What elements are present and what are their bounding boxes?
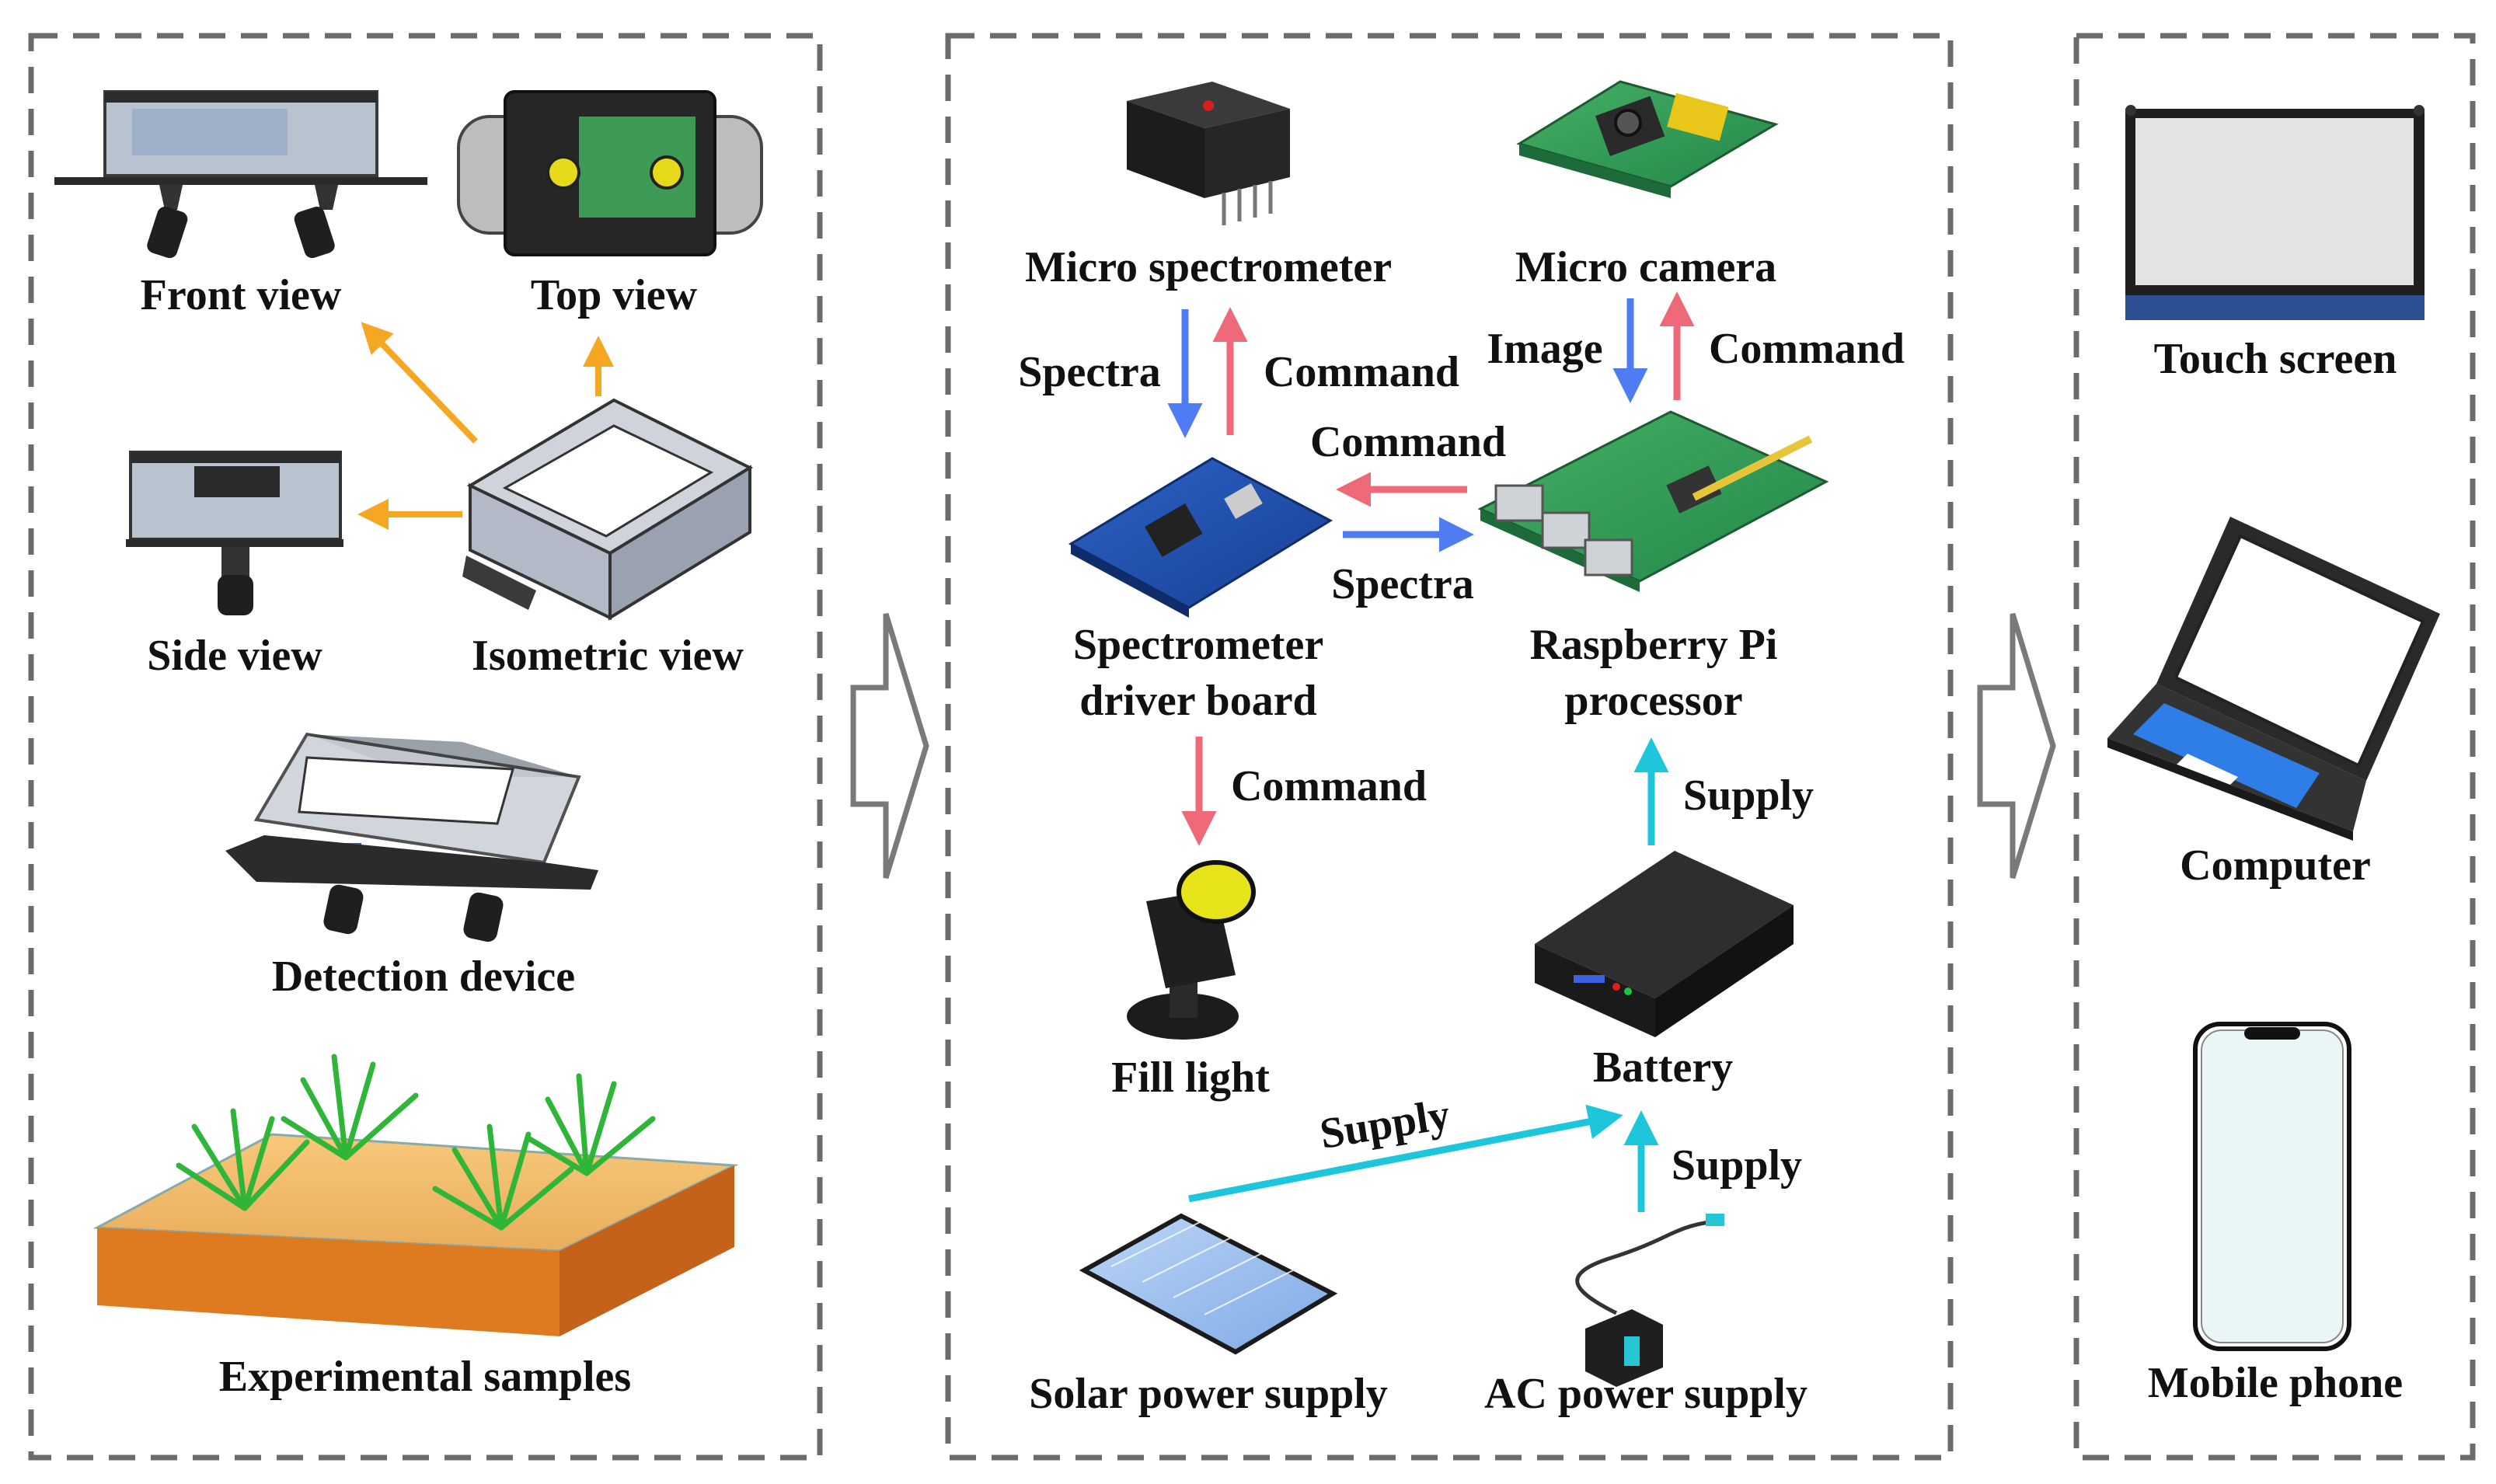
arrow-iso-to-front xyxy=(361,322,478,444)
detection-device-illustration xyxy=(225,732,598,942)
label-flow-command-up-spec: Command xyxy=(1264,348,1459,396)
label-flow-command-rpi-to-board: Command xyxy=(1310,418,1506,466)
side-view-illustration xyxy=(126,451,343,615)
experimental-samples-illustration xyxy=(92,1054,739,1336)
arrow-supply-solar-to-battery xyxy=(1188,1104,1623,1203)
left-panel-border xyxy=(28,33,823,1461)
label-top-view: Top view xyxy=(531,271,698,319)
label-flow-spectra-down: Spectra xyxy=(1018,348,1161,396)
label-flow-supply-battery: Supply xyxy=(1683,772,1814,820)
label-mobile-phone: Mobile phone xyxy=(2148,1359,2403,1407)
touch-screen-illustration xyxy=(2125,105,2425,320)
raspberry-pi-illustration xyxy=(1477,410,1829,592)
front-view-illustration xyxy=(54,90,427,259)
battery-illustration xyxy=(1535,851,1794,1037)
label-raspberry-pi-line1: Raspberry Pi xyxy=(1530,621,1778,669)
label-driver-board-line2: driver board xyxy=(1079,677,1316,725)
flow-arrow-left-to-middle xyxy=(850,612,929,880)
micro-spectrometer-illustration xyxy=(1127,82,1290,225)
label-front-view: Front view xyxy=(141,271,342,319)
label-flow-command-up-cam: Command xyxy=(1709,325,1905,373)
solar-panel-illustration xyxy=(1079,1213,1338,1355)
computer-illustration xyxy=(2107,517,2440,841)
label-solar-power-supply: Solar power supply xyxy=(1029,1370,1388,1418)
label-isometric-view: Isometric view xyxy=(472,632,744,680)
label-driver-board-line1: Spectrometer xyxy=(1073,621,1323,669)
label-experimental-samples: Experimental samples xyxy=(219,1353,631,1401)
right-panel-border xyxy=(2073,33,2476,1461)
label-side-view: Side view xyxy=(147,632,322,680)
label-fill-light: Fill light xyxy=(1111,1054,1270,1102)
ac-adapter-illustration xyxy=(1575,1214,1724,1387)
fill-light-illustration xyxy=(1127,860,1256,1040)
label-battery: Battery xyxy=(1593,1043,1733,1092)
label-raspberry-pi-line2: processor xyxy=(1564,677,1742,725)
flow-arrow-middle-to-right xyxy=(1977,612,2056,880)
label-ac-power-supply: AC power supply xyxy=(1484,1370,1808,1418)
spectrometer-driver-board-illustration xyxy=(1068,457,1333,618)
label-computer: Computer xyxy=(2180,841,2371,890)
label-touch-screen: Touch screen xyxy=(2154,335,2397,383)
micro-camera-illustration xyxy=(1516,80,1779,198)
label-flow-image: Image xyxy=(1487,325,1602,373)
mobile-phone-illustration xyxy=(2193,1022,2351,1351)
label-micro-spectrometer: Micro spectrometer xyxy=(1025,243,1392,291)
label-flow-supply-solar: Supply xyxy=(1316,1090,1453,1158)
label-flow-supply-ac: Supply xyxy=(1672,1141,1802,1190)
label-flow-command-to-light: Command xyxy=(1231,762,1427,810)
label-micro-camera: Micro camera xyxy=(1515,243,1776,291)
label-detection-device: Detection device xyxy=(272,953,575,1001)
isometric-view-illustration xyxy=(462,398,754,621)
top-view-illustration xyxy=(457,90,763,256)
middle-panel-border xyxy=(945,33,1954,1461)
label-flow-spectra-board-to-rpi: Spectra xyxy=(1331,560,1474,608)
